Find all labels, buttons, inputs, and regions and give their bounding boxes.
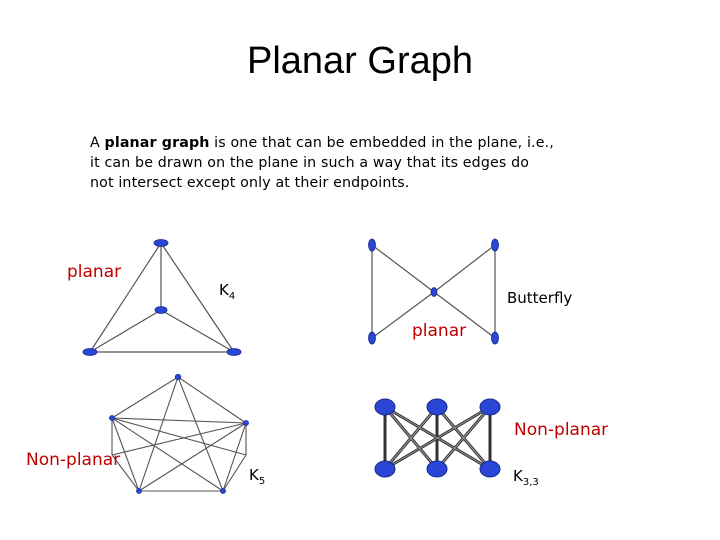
- k5-node: [243, 420, 249, 426]
- butterfly-node: [491, 238, 499, 252]
- k33-node: [374, 398, 396, 416]
- k4-edge: [89, 242, 162, 353]
- planar-center-label: planar: [412, 321, 467, 341]
- definition-prefix: A: [90, 135, 105, 151]
- butterfly-node: [368, 238, 376, 252]
- definition-text: A planar graph is one that can be embedd…: [90, 133, 570, 193]
- k4-label: K4: [219, 281, 235, 302]
- k33-label-main: K: [513, 467, 523, 485]
- k5-edge: [138, 376, 179, 492]
- butterfly-edge: [433, 291, 496, 339]
- definition-term: planar graph: [104, 135, 210, 151]
- k33-node: [426, 460, 448, 478]
- k5-node: [109, 415, 115, 421]
- k33-label-sub: 3,3: [522, 477, 539, 488]
- definition-line-3: not intersect except only at their endpo…: [90, 175, 410, 191]
- k33-node: [374, 460, 396, 478]
- k5-label: K5: [249, 466, 265, 487]
- butterfly-node: [491, 331, 499, 345]
- butterfly-label: Butterfly: [507, 289, 573, 307]
- k5-edge: [111, 454, 140, 492]
- definition-line-1: A planar graph is one that can be embedd…: [90, 133, 570, 153]
- k33-node: [479, 398, 501, 416]
- k4-node: [153, 239, 169, 247]
- nonplanar-right-label: Non-planar: [514, 420, 609, 440]
- butterfly-edge: [433, 244, 496, 293]
- k5-edge: [111, 417, 247, 456]
- k33-edge-highlight: [384, 406, 438, 470]
- k4-node: [226, 348, 242, 356]
- butterfly-node: [368, 331, 376, 345]
- butterfly-edge: [371, 291, 435, 339]
- k5-edge: [111, 417, 224, 492]
- k5-edge: [111, 417, 247, 424]
- k5-edge: [222, 422, 247, 492]
- k4-edge: [89, 309, 162, 353]
- k5-node: [136, 488, 142, 494]
- k4-edge: [160, 309, 235, 353]
- k5-node: [174, 373, 182, 381]
- definition-suffix: is one that can be embedded in the plane…: [209, 135, 554, 151]
- k5-edge: [222, 454, 247, 492]
- k5-label-sub: 5: [258, 476, 266, 487]
- k5-node: [220, 488, 226, 494]
- k5-edge: [111, 422, 247, 456]
- definition-line-2: it can be drawn on the plane in such a w…: [90, 155, 530, 171]
- page-title: Planar Graph: [246, 40, 473, 82]
- k4-node: [154, 306, 168, 314]
- k33-node: [426, 398, 448, 416]
- k4-node: [82, 348, 98, 356]
- k5-edge: [111, 376, 179, 419]
- nonplanar-left-label: Non-planar: [26, 450, 121, 470]
- planar-left-label: planar: [67, 262, 122, 282]
- k5-edge: [177, 376, 247, 424]
- k5-label-main: K: [249, 466, 259, 484]
- butterfly-edge: [371, 244, 435, 293]
- k33-edge-highlight: [384, 406, 491, 470]
- butterfly-node: [430, 287, 438, 297]
- k4-label-sub: 4: [228, 291, 236, 302]
- k33-label: K3,3: [513, 467, 539, 488]
- k5-edge: [138, 422, 247, 492]
- k33-node: [479, 460, 501, 478]
- k33-edge-highlight: [436, 406, 491, 470]
- k4-label-main: K: [219, 281, 229, 299]
- k4-edge: [160, 242, 235, 353]
- k5-edge: [111, 417, 140, 492]
